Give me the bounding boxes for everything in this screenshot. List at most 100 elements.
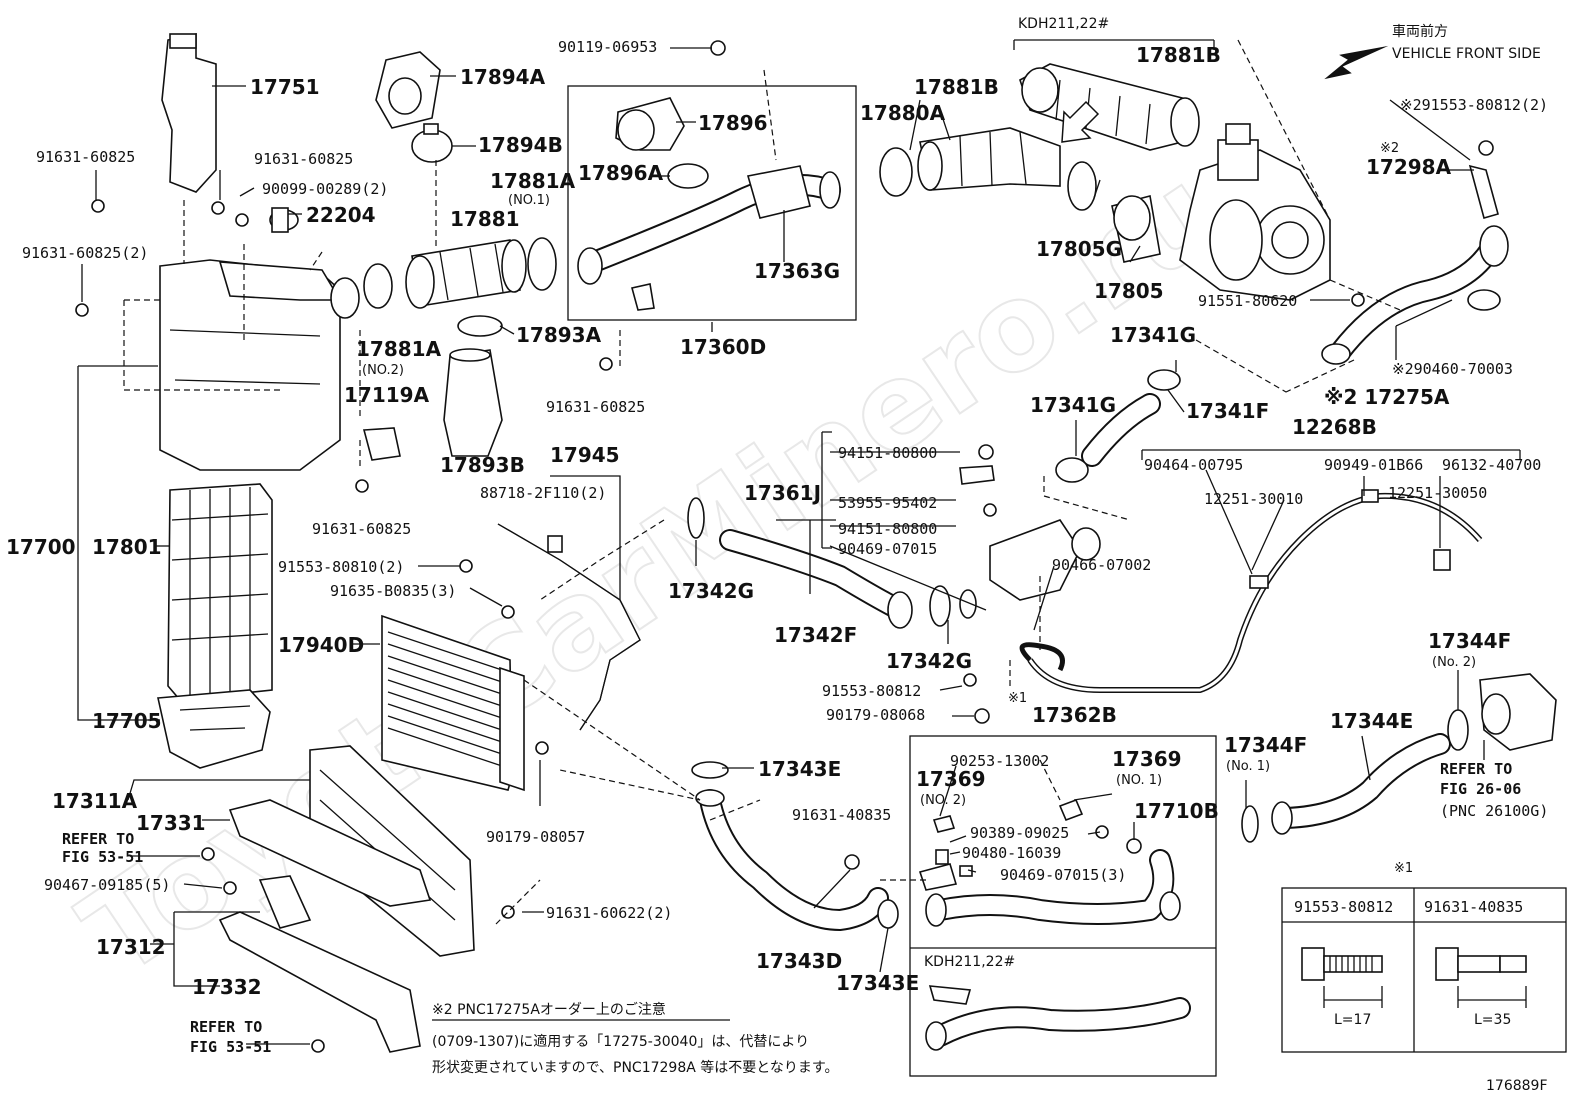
bolt-91553-80810 — [459, 559, 473, 573]
label-17342G-b: 17342G — [886, 649, 972, 673]
bolt-91553-80812 — [963, 673, 977, 687]
label-90467: 90467-09185(5) — [44, 876, 170, 894]
label-17360D: 17360D — [680, 335, 766, 359]
model-label-top: KDH211,22# — [1018, 16, 1109, 32]
clamp-screw — [423, 123, 439, 135]
label-17893B: 17893B — [440, 453, 525, 477]
table-col1: 91553-80812 — [1294, 898, 1393, 916]
hose-17344E-inner — [1277, 735, 1449, 827]
bracket-17945-bar-inner — [497, 523, 641, 731]
bracket-17119A — [362, 427, 401, 461]
clamp-17342G-c — [959, 589, 977, 619]
nut-94151-b — [983, 503, 997, 517]
table-len2: L=35 — [1474, 1012, 1511, 1028]
label-17896A: 17896A — [578, 161, 664, 185]
bracket-53955 — [959, 465, 995, 485]
pipe-17362B-outlet — [1159, 891, 1181, 921]
label-17344F-2: 17344F — [1428, 629, 1511, 653]
label-91631-60622: 91631-60622(2) — [546, 904, 672, 922]
label-17361J: 17361J — [744, 481, 821, 505]
cover-port — [388, 77, 422, 115]
label-17344E: 17344E — [1330, 709, 1413, 733]
label-17331: 17331 — [136, 811, 206, 835]
note-title: ※2 PNC17275Aオーダー上のご注意 — [432, 1001, 666, 1018]
pipe-17362B-end — [925, 893, 947, 927]
label-17945: 17945 — [550, 443, 620, 467]
label-17275A: ※2 17275A — [1324, 385, 1450, 409]
bolt-91631-60825-b — [211, 201, 225, 215]
nut-90179-08057 — [535, 741, 549, 755]
label-17311A: 17311A — [52, 789, 138, 813]
label-17801: 17801 — [92, 535, 162, 559]
table-col2: 91631-40835 — [1424, 898, 1523, 916]
pipe-17896-mouth — [617, 109, 655, 151]
pipe-17363G-chamber — [746, 165, 811, 219]
label-90389: 90389-09025 — [970, 824, 1069, 842]
label-17312: 17312 — [96, 935, 166, 959]
pipe-17275A-end — [1479, 225, 1509, 267]
support-17331 — [228, 799, 432, 907]
gasket-17369-no1 — [1058, 798, 1084, 822]
clip-88718 — [547, 535, 563, 553]
bolt-91635 — [501, 605, 515, 619]
duct-17893B-top — [449, 348, 491, 362]
label-94151-b: 94151-80800 — [838, 520, 937, 538]
label-17881A-2n: (NO.2) — [362, 363, 404, 378]
vacuum-hose-loop — [1019, 642, 1065, 672]
label-91553-b: 91553-80812 — [822, 682, 921, 700]
pipe-17275A-inner — [1331, 241, 1499, 361]
ref3-line2: FIG 26-06 — [1440, 780, 1521, 798]
clamp-17881A-no2 — [363, 263, 393, 309]
clip-90949 — [1361, 489, 1379, 503]
dashed-lines — [123, 39, 1401, 925]
label-17896: 17896 — [698, 111, 768, 135]
clamp-17896A — [667, 163, 709, 189]
label-17343E-a: 17343E — [758, 757, 841, 781]
ref2-line2: FIG 53-51 — [190, 1038, 271, 1056]
label-17881A-2: 17881A — [356, 337, 442, 361]
throttle-body-17361J — [989, 519, 1081, 601]
air-cleaner-rib — [169, 329, 321, 385]
label-mark-1: ※1 — [1008, 691, 1027, 706]
label-90469-b: 90469-07015(3) — [1000, 866, 1126, 884]
label-17342F: 17342F — [774, 623, 857, 647]
ref2-line1: REFER TO — [190, 1018, 262, 1036]
label-12268B: 12268B — [1292, 415, 1377, 439]
label-17369-2n: (NO. 2) — [920, 793, 966, 808]
duct-top-clip — [169, 33, 197, 49]
hose-17881B-lower-ribs — [959, 131, 1027, 187]
air-filter-element — [167, 483, 273, 701]
turbocharger — [1179, 123, 1331, 301]
note-line1: (0709-1307)に適用する「17275-30040」は、代替により — [432, 1033, 809, 1050]
label-17369-1n: (NO. 1) — [1116, 773, 1162, 788]
label-17881: 17881 — [450, 207, 520, 231]
label-91631-c: 91631-60825(2) — [22, 244, 148, 262]
pipe-17275A-start — [1321, 343, 1351, 365]
label-17369-2: 17369 — [916, 767, 986, 791]
label-17344F-1n: (No. 1) — [1226, 759, 1270, 774]
label-22204: 22204 — [306, 203, 376, 227]
bolt-90467 — [223, 881, 237, 895]
pipe-17362B-inner — [931, 851, 1173, 923]
clamp-17893A — [457, 315, 503, 337]
clamp-17344F-no1 — [1241, 805, 1259, 843]
support-17312 — [258, 875, 312, 929]
vacuum-hose-12268B-inner — [1028, 494, 1482, 692]
front-label-en: VEHICLE FRONT SIDE — [1392, 46, 1541, 62]
model-bracket-top — [1013, 39, 1215, 50]
label-91631-b: 91631-60825 — [254, 150, 353, 168]
air-cleaner-outlet — [330, 277, 360, 319]
label-90949: 90949-01B66 — [1324, 456, 1423, 474]
hose-17881-end-a — [405, 255, 435, 309]
bolt-91631-60825-d — [355, 479, 369, 493]
air-intake-duct — [161, 33, 217, 193]
pipe-kdh-variant-inner — [931, 999, 1189, 1045]
clamp-17342G-a — [687, 497, 705, 539]
hose-17881B-upper-end — [1170, 97, 1200, 147]
hose-17881-end-b — [501, 239, 527, 293]
duct-17893B — [443, 349, 503, 457]
bolt-90389 — [1095, 825, 1109, 839]
clamp-90460 — [1467, 289, 1501, 311]
label-17363G: 17363G — [754, 259, 840, 283]
